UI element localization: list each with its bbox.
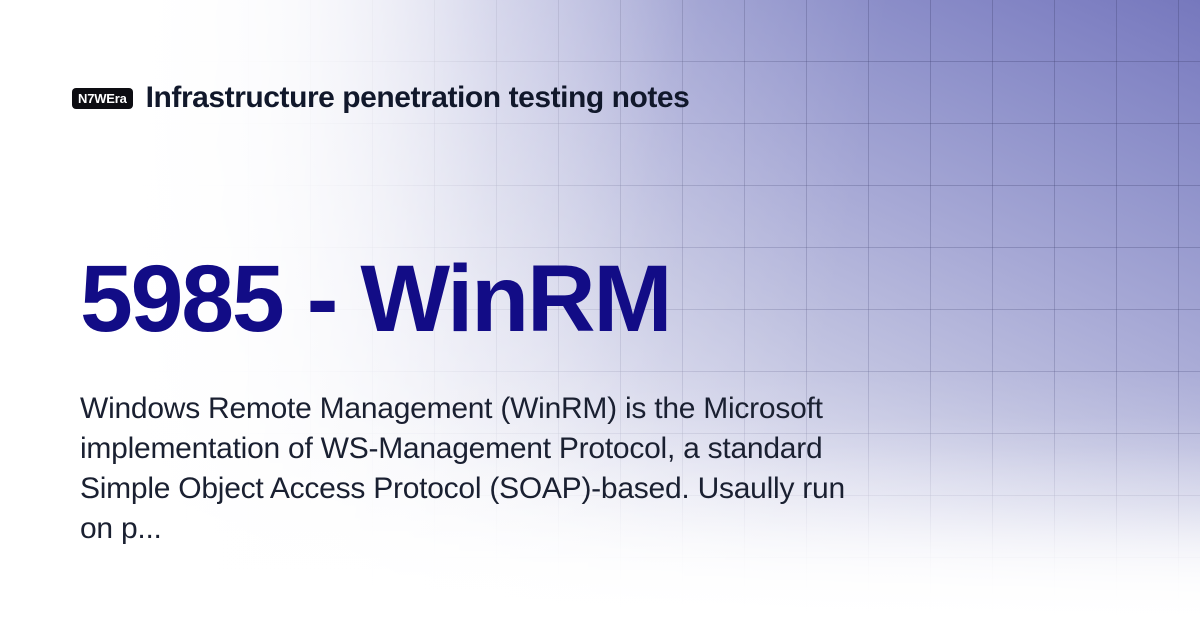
page-title: 5985 - WinRM — [80, 246, 673, 352]
brand-badge-icon: N7WEra — [72, 87, 133, 109]
site-title: Infrastructure penetration testing notes — [145, 81, 690, 114]
site-header: N7WEra Infrastructure penetration testin… — [72, 81, 690, 114]
page-description: Windows Remote Management (WinRM) is the… — [80, 392, 845, 545]
